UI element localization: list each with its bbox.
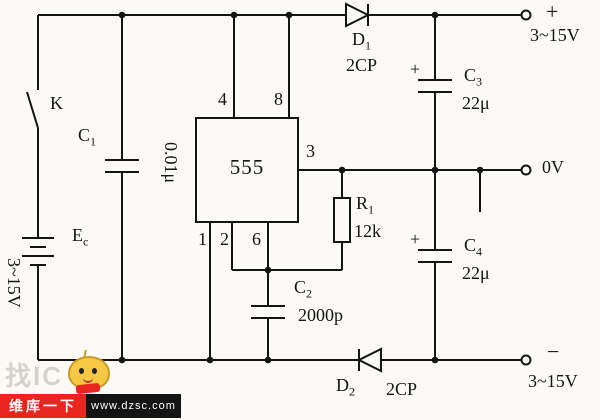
c4-label: C4 [464,235,483,259]
watermark-slogan: 找IC [5,361,64,391]
d1-type: 2CP [346,55,378,75]
ic-555-body [195,117,299,223]
junction-dots [118,11,484,364]
battery-name: E [72,225,83,245]
mascot-scarf [75,382,101,395]
capacitor-c1-symbol [105,15,139,360]
c2-label: C2 [294,277,313,301]
wires [22,2,532,373]
positive-terminal-sign: + [546,0,559,24]
c3-value: 22μ [462,93,490,113]
watermark-url: www.dzsc.com [86,394,181,418]
d2-label: D2 [336,375,355,399]
capacitor-c2-symbol [251,270,285,360]
pin2-label: 2 [220,229,229,249]
c2-value: 2000p [298,305,343,325]
c4-polarity: + [410,229,421,249]
pin-wires-bottom [209,222,342,360]
positive-terminal-voltage: 3~15V [530,25,580,45]
r1-name: R [356,193,369,213]
battery-label: Ec [72,225,89,249]
c4-name: C [464,235,477,255]
terminal-circles [520,9,532,366]
diode-d1-symbol [345,2,371,28]
pin4-label: 4 [218,89,227,109]
c3-label: C3 [464,65,483,89]
mascot-mouth [83,377,93,383]
r1-value: 12k [354,221,381,241]
c1-value: 0.01μ [160,142,181,184]
c4-sub: 4 [476,244,483,259]
c4-value: 22μ [462,263,490,283]
resistor-r1-symbol [333,197,351,243]
c3-name: C [464,65,477,85]
r1-label: R1 [356,193,375,217]
d2-name: D [336,375,349,395]
r1-sub: 1 [368,202,375,217]
c1-label: C1 [78,125,97,149]
pin1-label: 1 [198,229,207,249]
capacitor-c3-symbol [418,15,452,170]
switch-k-label: K [50,93,63,113]
battery-symbol [22,237,54,266]
watermark-brand: 维库一下 [0,394,86,418]
pin8-label: 8 [274,89,283,109]
switch-blade [26,91,39,129]
battery-voltage-label: 3~15V [3,258,24,308]
battery-sub: c [83,234,89,249]
c2-name: C [294,277,307,297]
pin3-label: 3 [306,141,315,161]
c1-name: C [78,125,91,145]
c3-polarity: + [410,59,421,79]
ic-555-label: 555 [229,155,265,179]
negative-terminal-voltage: 3~15V [528,371,578,391]
d1-label: D1 [352,29,371,53]
mascot-icon [58,349,120,396]
diode-d2-symbol [356,347,382,373]
d2-sub: 2 [349,384,355,399]
pin-wires-top [233,15,290,118]
pin6-label: 6 [252,229,261,249]
c1-sub: 1 [90,134,97,149]
watermark: 找IC 维库一下 www.dzsc.com [0,349,182,420]
c2-sub: 2 [306,286,313,301]
d1-name: D [352,29,365,49]
c3-sub: 3 [476,74,483,89]
negative-terminal-sign: − [547,339,560,364]
mascot-eye [79,368,84,374]
mascot-eye [92,368,97,374]
capacitor-c4-symbol [418,170,452,360]
d1-sub: 1 [365,38,371,53]
d2-type: 2CP [386,379,418,399]
zero-terminal-label: 0V [542,157,564,177]
